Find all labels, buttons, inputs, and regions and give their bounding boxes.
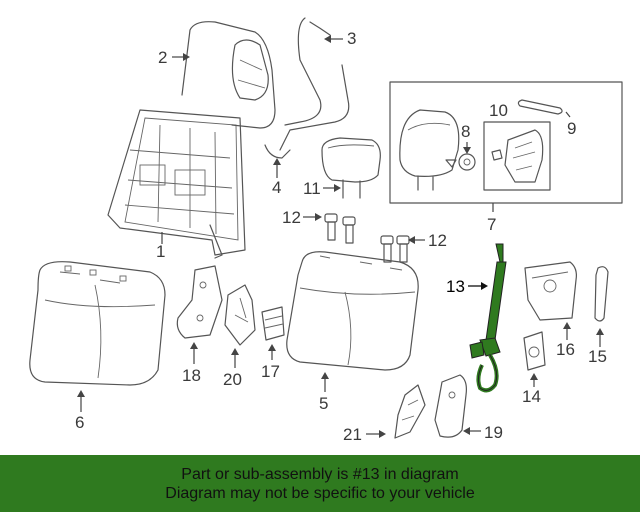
part-19-cover xyxy=(434,374,467,438)
part-16-bracket xyxy=(524,261,577,321)
part-4-wire xyxy=(264,144,291,159)
info-banner: Part or sub-assembly is #13 in diagram D… xyxy=(0,455,640,512)
label-15: 15 xyxy=(588,347,607,366)
label-14: 14 xyxy=(522,387,541,406)
label-21: 21 xyxy=(343,425,362,444)
part-15-strip xyxy=(594,266,609,322)
label-8: 8 xyxy=(461,122,470,141)
part-17-clip xyxy=(261,306,285,341)
label-9: 9 xyxy=(567,119,576,138)
part-20-bracket xyxy=(224,284,256,346)
banner-line-1: Part or sub-assembly is #13 in diagram xyxy=(181,465,459,483)
label-5: 5 xyxy=(319,394,328,413)
part-14-retractor xyxy=(523,331,546,371)
label-12a: 12 xyxy=(282,208,301,227)
part-11-headrest xyxy=(321,137,381,199)
label-18: 18 xyxy=(182,366,201,385)
group-10-box xyxy=(483,121,551,191)
part-12-guides-left xyxy=(324,213,356,244)
label-2: 2 xyxy=(158,48,167,67)
part-8-knob xyxy=(445,153,476,171)
label-6: 6 xyxy=(75,413,84,432)
label-1: 1 xyxy=(156,242,165,261)
part-13-seat-belt xyxy=(469,243,507,393)
label-10: 10 xyxy=(489,101,508,120)
label-17: 17 xyxy=(261,362,280,381)
part-10-bracket xyxy=(491,129,544,183)
part-21-bracket xyxy=(394,384,426,439)
label-16: 16 xyxy=(556,340,575,359)
part-1-seatback-frame xyxy=(107,109,246,259)
part-3-wire-rod xyxy=(279,17,350,151)
part-7-headrest xyxy=(399,109,460,191)
group-7-box xyxy=(389,81,623,204)
label-12b: 12 xyxy=(428,231,447,250)
label-7: 7 xyxy=(487,215,496,234)
banner-line-2: Diagram may not be specific to your vehi… xyxy=(165,484,475,502)
part-12-guides-right xyxy=(380,235,410,263)
part-9-trim xyxy=(517,99,563,115)
label-20: 20 xyxy=(223,370,242,389)
label-13: 13 xyxy=(446,277,465,296)
part-5-cushion xyxy=(286,251,419,371)
part-6-cushion xyxy=(29,261,166,386)
label-19: 19 xyxy=(484,423,503,442)
part-2-wire-frame xyxy=(181,21,276,129)
seat-parts-diagram: 1 2 3 4 11 12 xyxy=(29,17,623,444)
label-4: 4 xyxy=(272,178,281,197)
part-18-cover xyxy=(176,265,223,339)
label-3: 3 xyxy=(347,29,356,48)
label-11: 11 xyxy=(303,179,321,198)
